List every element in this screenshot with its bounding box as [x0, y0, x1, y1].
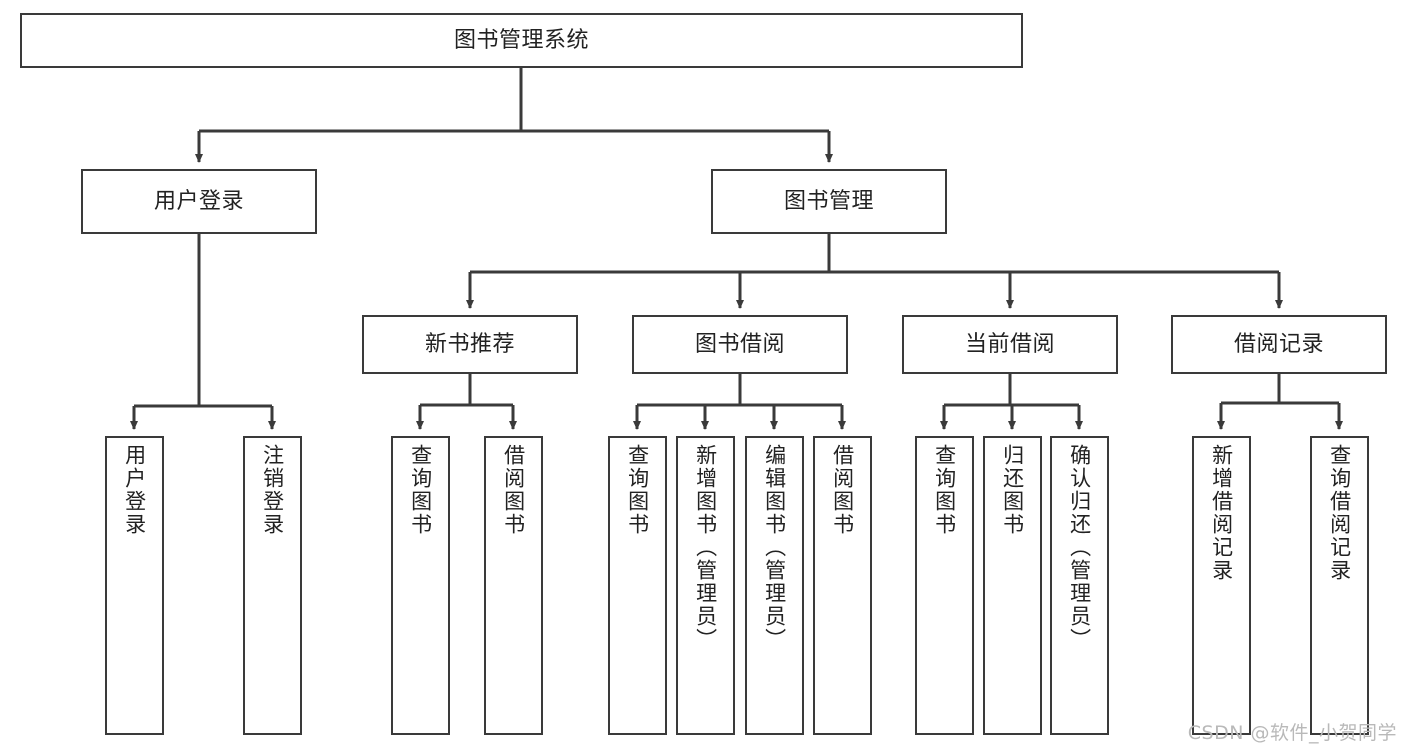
- leaf-borrow-book-newbook[interactable]: 借阅图书: [484, 436, 543, 735]
- leaf-confirm-return-admin[interactable]: 确认归还（管理员）: [1050, 436, 1109, 735]
- node-borrow-record[interactable]: 借阅记录: [1171, 315, 1387, 374]
- leaf-query-book-borrow-label: 查询图书: [625, 444, 650, 536]
- leaf-query-book-borrow[interactable]: 查询图书: [608, 436, 667, 735]
- node-book-management[interactable]: 图书管理: [711, 169, 947, 234]
- leaf-query-book-newbook-label: 查询图书: [408, 444, 433, 536]
- leaf-borrow-book-newbook-label: 借阅图书: [501, 444, 526, 536]
- leaf-add-book-admin[interactable]: 新增图书（管理员）: [676, 436, 735, 735]
- leaf-logout[interactable]: 注销登录: [243, 436, 302, 735]
- leaf-query-book-newbook[interactable]: 查询图书: [391, 436, 450, 735]
- node-root-label: 图书管理系统: [453, 27, 589, 53]
- node-user-login[interactable]: 用户登录: [81, 169, 317, 234]
- node-user-login-label: 用户登录: [153, 188, 244, 214]
- leaf-add-borrow-record-label: 新增借阅记录: [1209, 444, 1234, 582]
- leaf-query-book-current[interactable]: 查询图书: [915, 436, 974, 735]
- leaf-logout-label: 注销登录: [260, 444, 285, 536]
- leaf-user-login-label: 用户登录: [122, 444, 147, 536]
- leaf-add-book-admin-label: 新增图书（管理员）: [693, 444, 718, 651]
- node-root[interactable]: 图书管理系统: [20, 13, 1023, 68]
- node-book-borrow-label: 图书借阅: [694, 331, 785, 357]
- leaf-edit-book-admin-label: 编辑图书（管理员）: [762, 444, 787, 651]
- leaf-user-login[interactable]: 用户登录: [105, 436, 164, 735]
- leaf-query-borrow-record[interactable]: 查询借阅记录: [1310, 436, 1369, 735]
- node-book-management-label: 图书管理: [783, 188, 874, 214]
- node-new-book-recommend[interactable]: 新书推荐: [362, 315, 578, 374]
- node-current-borrow[interactable]: 当前借阅: [902, 315, 1118, 374]
- leaf-query-borrow-record-label: 查询借阅记录: [1327, 444, 1352, 582]
- leaf-add-borrow-record[interactable]: 新增借阅记录: [1192, 436, 1251, 735]
- leaf-confirm-return-admin-label: 确认归还（管理员）: [1067, 444, 1092, 651]
- leaf-query-book-current-label: 查询图书: [932, 444, 957, 536]
- leaf-borrow-book[interactable]: 借阅图书: [813, 436, 872, 735]
- leaf-return-book-label: 归还图书: [1000, 444, 1025, 536]
- node-current-borrow-label: 当前借阅: [964, 331, 1055, 357]
- node-new-book-recommend-label: 新书推荐: [424, 331, 515, 357]
- leaf-borrow-book-label: 借阅图书: [830, 444, 855, 536]
- leaf-edit-book-admin[interactable]: 编辑图书（管理员）: [745, 436, 804, 735]
- node-book-borrow[interactable]: 图书借阅: [632, 315, 848, 374]
- leaf-return-book[interactable]: 归还图书: [983, 436, 1042, 735]
- node-borrow-record-label: 借阅记录: [1233, 331, 1324, 357]
